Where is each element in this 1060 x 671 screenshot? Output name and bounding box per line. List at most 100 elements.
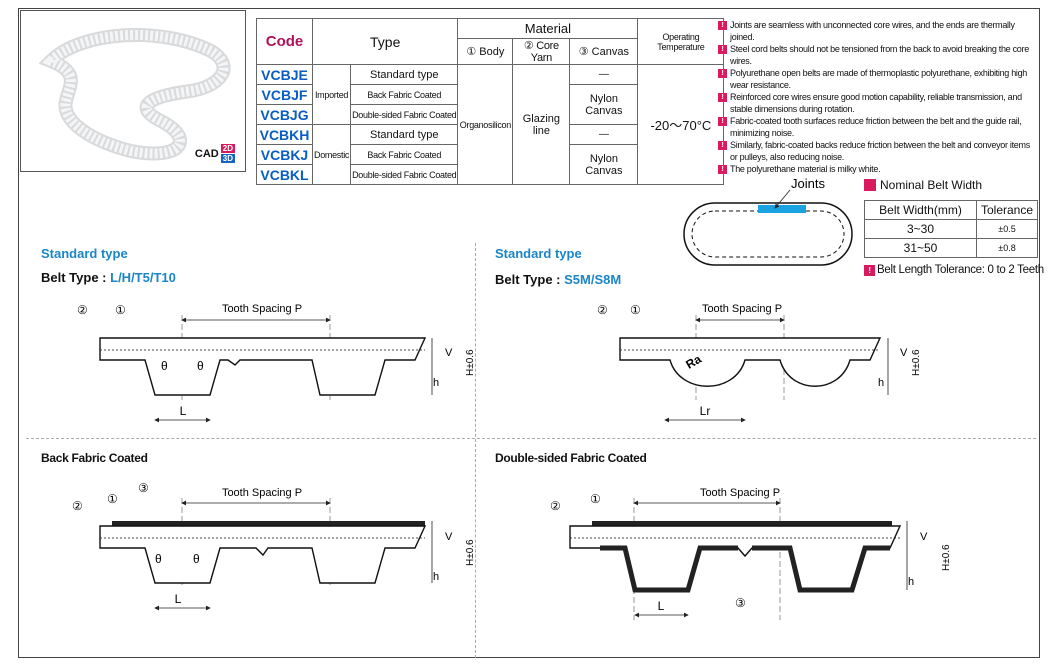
L-label: L	[658, 599, 665, 613]
pitch-label: Tooth Spacing P	[222, 303, 302, 315]
note-text: Reinforced core wires ensure good motion…	[730, 92, 1022, 114]
cad-3d-badge[interactable]: 3D	[220, 154, 235, 163]
code-vcbjf[interactable]: VCBJF	[256, 84, 313, 105]
code-vcbkj[interactable]: VCBKJ	[256, 144, 313, 165]
note-text: Joints are seamless with unconnected cor…	[730, 20, 1015, 42]
tol-cell: ±0.5	[975, 219, 1039, 239]
V-label: V	[445, 531, 453, 543]
theta-label: θ	[193, 552, 200, 566]
cad-badge[interactable]: CAD 2D 3D	[195, 144, 235, 163]
H-label: H±0.6	[465, 349, 476, 376]
belt-type-label: Belt Type :	[495, 272, 561, 287]
h-label: h	[433, 571, 439, 583]
note-text: Polyurethane open belts are made of ther…	[730, 68, 1028, 90]
code-vcbkl[interactable]: VCBKL	[256, 164, 313, 185]
note-item: !Polyurethane open belts are made of the…	[718, 68, 1038, 91]
warning-icon: !	[718, 93, 727, 102]
header-type: Type	[311, 18, 459, 65]
belt-type-row: Belt Type : S5M/S8M	[495, 272, 621, 287]
warning-icon: !	[718, 165, 727, 174]
belt-type-value: L/H/T5/T10	[110, 270, 176, 285]
diagram-double-fabric: Tooth Spacing P L V h H±0.6 ② ① ③	[550, 487, 952, 620]
warning-icon: !	[718, 21, 727, 30]
callout-2: ②	[77, 303, 88, 317]
section-title: Back Fabric Coated	[41, 451, 148, 465]
pitch-label: Tooth Spacing P	[222, 487, 302, 499]
warning-icon: !	[718, 69, 727, 78]
h-label: h	[878, 377, 884, 389]
length-tolerance-note: !Belt Length Tolerance: 0 to 2 Teeth	[864, 264, 1044, 276]
belt-type-value: S5M/S8M	[564, 272, 622, 287]
code-vcbkh[interactable]: VCBKH	[256, 124, 313, 145]
callout-1: ①	[630, 303, 641, 317]
nominal-width-title: Nominal Belt Width	[864, 178, 982, 192]
spec-table: Code Type Material Operating Temperature…	[256, 18, 725, 185]
callout-1: ①	[590, 492, 601, 506]
note-text: Fabric-coated tooth surfaces reduce fric…	[730, 116, 1022, 138]
header-canvas: ③ Canvas	[569, 38, 639, 65]
width-cell: 31~50	[864, 238, 977, 258]
header-core: ② Core Yarn	[512, 38, 571, 65]
origin-imported: Imported	[311, 64, 352, 125]
section-title: Double-sided Fabric Coated	[495, 451, 647, 465]
temp-value: -20～70°C	[637, 64, 725, 185]
type-cell: Back Fabric Coated	[350, 84, 459, 105]
pitch-label: Tooth Spacing P	[702, 303, 782, 315]
canvas-value: Nylon Canvas	[569, 144, 639, 185]
Lr-label: Lr	[700, 404, 711, 418]
V-label: V	[900, 347, 908, 359]
square-bullet-icon	[864, 179, 876, 191]
notes-list: !Joints are seamless with unconnected co…	[718, 20, 1038, 177]
note-item: !Similarly, fabric-coated backs reduce f…	[718, 140, 1038, 163]
page-frame	[18, 8, 1040, 658]
tol-cell: ±0.8	[975, 238, 1039, 258]
section-title: Standard type	[495, 246, 582, 261]
theta-label: θ	[155, 552, 162, 566]
header-code: Code	[256, 18, 313, 65]
V-label: V	[920, 531, 928, 543]
type-cell: Standard type	[350, 64, 459, 85]
callout-1: ①	[107, 492, 118, 506]
theta-label: θ	[197, 359, 204, 373]
h-label: h	[908, 576, 914, 588]
note-text: The polyurethane material is milky white…	[730, 164, 881, 174]
belt-type-row: Belt Type : L/H/T5/T10	[41, 270, 176, 285]
callout-2: ②	[550, 499, 561, 513]
note-item: !Steel cord belts should not be tensione…	[718, 44, 1038, 67]
note-item: !Fabric-coated tooth surfaces reduce fri…	[718, 116, 1038, 139]
type-cell: Double-sided Fabric Coated	[350, 164, 459, 185]
width-cell: 3~30	[864, 219, 977, 239]
belt-type-label: Belt Type :	[41, 270, 107, 285]
callout-2: ②	[72, 499, 83, 513]
note-item: !Reinforced core wires ensure good motio…	[718, 92, 1038, 115]
theta-label: θ	[161, 359, 168, 373]
diagram-standard-lh: Tooth Spacing P θ θ L V h H±0.6 ② ①	[77, 303, 476, 423]
type-cell: Standard type	[350, 124, 459, 145]
h-label: h	[433, 377, 439, 389]
section-title: Standard type	[41, 246, 128, 261]
cad-2d-badge[interactable]: 2D	[220, 144, 235, 153]
origin-domestic: Domestic	[311, 124, 352, 185]
note-text: Similarly, fabric-coated backs reduce fr…	[730, 140, 1030, 162]
canvas-value: Nylon Canvas	[569, 84, 639, 125]
col-width: Belt Width(mm)	[864, 200, 977, 220]
warning-icon: !	[864, 265, 875, 276]
V-label: V	[445, 347, 453, 359]
product-photo: CAD 2D 3D	[20, 10, 246, 172]
divider	[26, 438, 1036, 439]
core-material: Glazing line	[512, 64, 571, 185]
tolerance-table: Belt Width(mm)Tolerance 3~30±0.5 31~50±0…	[864, 200, 1039, 258]
H-label: H±0.6	[465, 539, 476, 566]
callout-2: ②	[597, 303, 608, 317]
H-label: H±0.6	[941, 544, 952, 571]
diagram-back-fabric: Tooth Spacing P θ θ L V h H±0.6 ② ① ③	[72, 481, 476, 611]
L-label: L	[180, 404, 187, 418]
L-label: L	[175, 592, 182, 606]
diagram-standard-s: Tooth Spacing P Ra Lr V h H±0.6 ② ①	[597, 303, 922, 423]
note-text: Steel cord belts should not be tensioned…	[730, 44, 1029, 66]
callout-3: ③	[138, 481, 149, 495]
note-item: !The polyurethane material is milky whit…	[718, 164, 1038, 176]
note-item: !Joints are seamless with unconnected co…	[718, 20, 1038, 43]
code-vcbjg[interactable]: VCBJG	[256, 104, 313, 125]
